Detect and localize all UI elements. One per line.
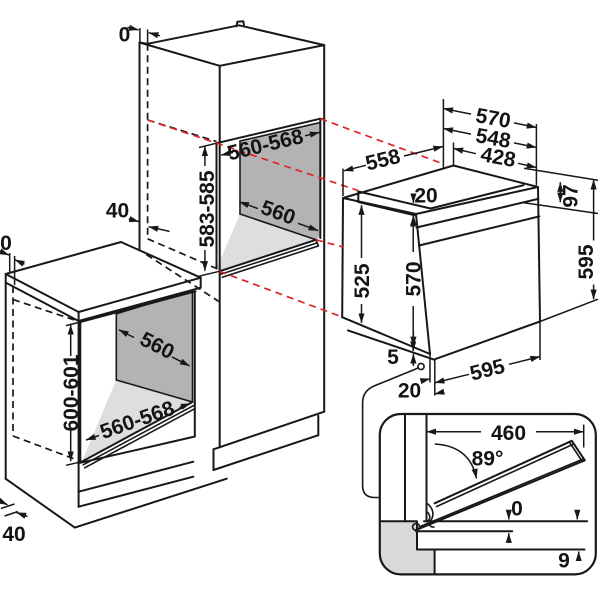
svg-text:0: 0: [0, 232, 12, 255]
svg-text:428: 428: [479, 143, 518, 172]
svg-text:570: 570: [403, 261, 426, 296]
svg-text:460: 460: [491, 422, 526, 445]
svg-text:0: 0: [511, 498, 523, 521]
svg-text:20: 20: [398, 380, 421, 403]
svg-text:89°: 89°: [472, 448, 504, 471]
svg-text:20: 20: [414, 185, 437, 208]
svg-text:525: 525: [351, 263, 374, 298]
svg-text:5: 5: [387, 346, 399, 369]
svg-text:0: 0: [119, 24, 131, 47]
svg-text:595: 595: [575, 244, 598, 279]
svg-text:40: 40: [106, 200, 129, 223]
svg-text:583-585: 583-585: [196, 170, 219, 247]
svg-text:40: 40: [2, 523, 25, 546]
svg-text:97: 97: [560, 184, 583, 207]
svg-text:9: 9: [558, 550, 570, 573]
svg-text:558: 558: [363, 145, 403, 176]
svg-text:600-601: 600-601: [60, 354, 83, 431]
svg-text:595: 595: [468, 355, 508, 386]
